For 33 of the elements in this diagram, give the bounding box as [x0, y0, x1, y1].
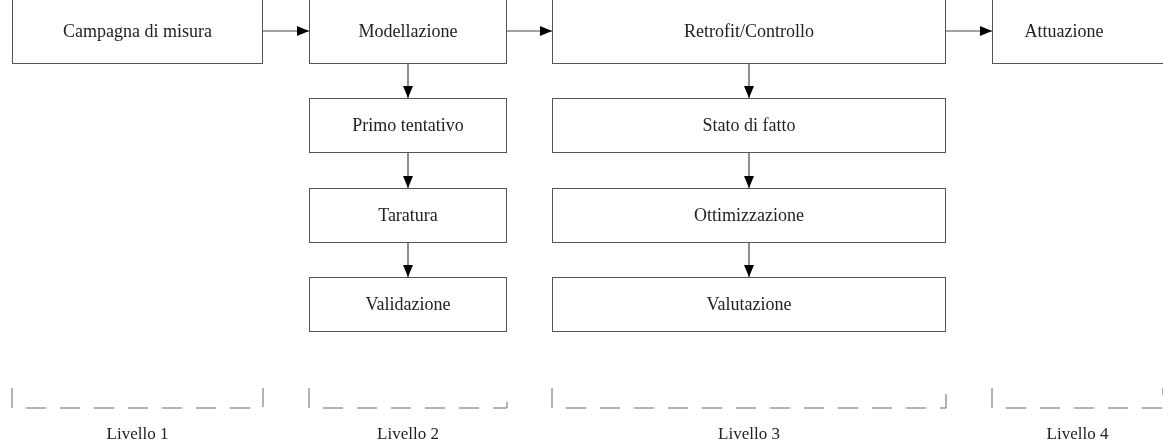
box-label: Attuazione — [1024, 20, 1104, 42]
level-label: Livello 4 — [1045, 424, 1110, 444]
arrow — [744, 242, 754, 278]
box-label: Valutazione — [706, 294, 792, 315]
level-label: Livello 2 — [376, 424, 440, 444]
arrow — [403, 242, 413, 278]
arrow — [744, 63, 754, 99]
arrow — [945, 26, 993, 36]
box-label: Campagna di misura — [63, 20, 212, 42]
box-label: Primo tentativo — [352, 115, 464, 136]
arrow — [506, 26, 553, 36]
process-box — [552, 0, 946, 64]
box-label: Modellazione — [358, 20, 458, 42]
process-box — [12, 0, 263, 64]
process-box — [309, 188, 507, 243]
process-box — [309, 277, 507, 332]
arrow — [744, 152, 754, 189]
box-label: Stato di fatto — [702, 115, 796, 136]
box-label: Taratura — [378, 205, 438, 226]
process-box — [552, 98, 946, 153]
arrow — [262, 26, 310, 36]
arrow — [403, 152, 413, 189]
process-box — [552, 277, 946, 332]
box-label: Retrofit/Controllo — [684, 20, 814, 42]
process-box — [309, 98, 507, 153]
level-label: Livello 3 — [717, 424, 781, 444]
arrow — [403, 63, 413, 99]
process-box — [992, 0, 1163, 64]
process-box — [552, 188, 946, 243]
process-box — [309, 0, 507, 64]
box-label: Ottimizzazione — [694, 205, 804, 226]
box-label: Validazione — [365, 294, 451, 315]
level-label: Livello 1 — [105, 424, 170, 444]
